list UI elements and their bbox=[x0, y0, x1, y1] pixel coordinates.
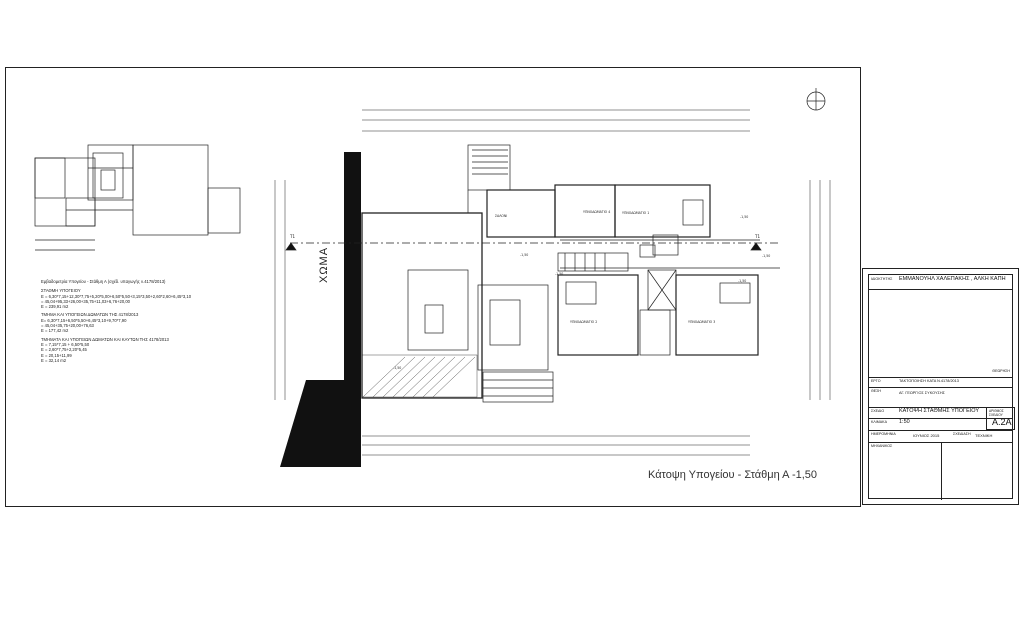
title-block: ΙΔΙΟΚΤΗΤΗΣ ΕΜΜΑΝΟΥΗΛ ΧΑΛΕΠΑΚΗΣ , ΑΛΚΗ ΚΑ… bbox=[862, 268, 1019, 505]
sheet-number-key: ΑΡΙΘΜΟΣ ΣΧΕΔΙΟΥ bbox=[989, 409, 1004, 417]
sheet-number-value: Α.2Α bbox=[992, 417, 1012, 427]
dimension-lines bbox=[274, 109, 831, 456]
notes-line: Ε = 7,15*7,15 + 6,50*5,50 bbox=[41, 341, 90, 347]
notes-line: = 45,04+35,75+20,00+76,63 bbox=[41, 323, 94, 329]
room-labels: ΣΑΛΟΝΙ ΥΠΝΟΔΩΜΑΤΙΟ 1 ΥΠΝΟΔΩΜΑΤΙΟ 2 ΥΠΝΟΔ… bbox=[289, 210, 770, 370]
revision-row: ΘΕΩΡΗΣΗ bbox=[869, 289, 1012, 378]
notes-line: Ε= 6,30*7,15+6,50*5,50+6,45*3,10+9,70*7,… bbox=[41, 317, 127, 323]
project-row: ΕΡΓΟ ΤΑΚΤΟΠΟΙΗΣΗ ΚΑΤΑ Ν.4178/2013 bbox=[869, 377, 1012, 388]
level-label: -1,50 bbox=[740, 215, 748, 219]
level-label: -1,50 bbox=[738, 279, 746, 283]
scale-row: ΚΛΙΜΑΚΑ 1:50 bbox=[869, 418, 1012, 431]
room-label: ΣΑΛΟΝΙ bbox=[495, 214, 507, 218]
owner-row: ΙΔΙΟΚΤΗΤΗΣ ΕΜΜΑΝΟΥΗΛ ΧΑΛΕΠΑΚΗΣ , ΑΛΚΗ ΚΑ… bbox=[869, 275, 1012, 290]
drawing-value: ΚΑΤΟΨΗ ΣΤΑΘΜΗΣ ΥΠΟΓΕΙΟΥ bbox=[899, 408, 980, 414]
room-label: ΥΠΝΟΔΩΜΑΤΙΟ 2 bbox=[570, 320, 597, 324]
project-value: ΤΑΚΤΟΠΟΙΗΣΗ ΚΑΤΑ Ν.4178/2013 bbox=[899, 379, 959, 383]
level-label: -1,50 bbox=[555, 272, 563, 276]
engineers-divider bbox=[941, 442, 942, 500]
notes-line: Ε = 177,42 m2 bbox=[41, 328, 69, 334]
scale-value: 1:50 bbox=[899, 419, 910, 425]
level-label: -1,50 bbox=[762, 254, 770, 258]
notes-heading: ΣΤΑΘΜΗ ΥΠΟΓΕΙΟΥ bbox=[41, 288, 81, 294]
title-block-frame: ΙΔΙΟΚΤΗΤΗΣ ΕΜΜΑΝΟΥΗΛ ΧΑΛΕΠΑΚΗΣ , ΑΛΚΗ ΚΑ… bbox=[868, 274, 1015, 500]
project-key: ΕΡΓΟ bbox=[871, 379, 881, 383]
notes-title: Εμβαδομετρία Υπογείου - Στάθμη Α (σχέδ. … bbox=[41, 279, 166, 284]
notes-line: Ε = 239,91 m2 bbox=[41, 304, 69, 310]
owner-key: ΙΔΙΟΚΤΗΤΗΣ bbox=[871, 277, 893, 281]
notes-line: = 45,04+95,33+26,00+35,75+11,03+6,76+20,… bbox=[41, 298, 130, 304]
drawing-caption: Κάτοψη Υπογείου - Στάθμη Α -1,50 bbox=[648, 469, 818, 481]
area-notes: Εμβαδομετρία Υπογείου - Στάθμη Α (σχέδ. … bbox=[41, 279, 241, 363]
drawing-row: ΣΧΕΔΙΟ ΚΑΤΟΨΗ ΣΤΑΘΜΗΣ ΥΠΟΓΕΙΟΥ bbox=[869, 407, 1012, 419]
key-plan bbox=[34, 144, 241, 251]
room-label: ΥΠΝΟΔΩΜΑΤΙΟ 4 bbox=[583, 210, 610, 214]
date-value: ΙΟΥΝΙΟΣ 2015 bbox=[913, 433, 940, 438]
engineers-key: ΜΗΧΑΝΙΚΟΣ bbox=[871, 444, 893, 448]
revision-key: ΘΕΩΡΗΣΗ bbox=[992, 369, 1010, 373]
drawing-key: ΣΧΕΔΙΟ bbox=[871, 409, 885, 413]
owner-value: ΕΜΜΑΝΟΥΗΛ ΧΑΛΕΠΑΚΗΣ , ΑΛΚΗ ΚΑΠΗ bbox=[899, 276, 1006, 282]
date-key: ΗΜΕΡΟΜΗΝΙΑ bbox=[871, 432, 896, 436]
location-row: ΘΕΣΗ ΑΓ. ΓΕΩΡΓΙΟΣ ΣΥΚΟΥΣΗΣ bbox=[869, 387, 1012, 408]
soil-label: ΧΩΜΑ bbox=[318, 246, 330, 283]
engineers-row: ΜΗΧΑΝΙΚΟΣ bbox=[869, 442, 1012, 500]
notes-heading: ΤΜΗΜΑ ΚΑΙ ΥΠΟΓΕΙΩΝ ΔΩΜΑΤΩΝ ΤΗΣ 4178/2013 bbox=[41, 312, 139, 318]
sheet-number-cell: ΑΡΙΘΜΟΣ ΣΧΕΔΙΟΥ Α.2Α bbox=[986, 407, 1015, 430]
section-marker-icons bbox=[285, 242, 762, 251]
north-arrow-icon bbox=[806, 88, 826, 111]
soil-wall bbox=[280, 152, 361, 467]
location-key: ΘΕΣΗ bbox=[871, 389, 882, 393]
location-value: ΑΓ. ΓΕΩΡΓΙΟΣ ΣΥΚΟΥΣΗΣ bbox=[899, 391, 945, 395]
section-mark: Τ1 bbox=[289, 234, 295, 239]
notes-line: Ε = 20,15+11,99 bbox=[41, 352, 72, 358]
room-label: ΥΠΝΟΔΩΜΑΤΙΟ 3 bbox=[688, 320, 715, 324]
drawing-sheet bbox=[5, 67, 861, 507]
level-label: -1,50 bbox=[520, 253, 528, 257]
drawn-key: ΣΧΕΔΙΑΣΗ bbox=[953, 432, 971, 436]
hatched-area bbox=[362, 356, 476, 398]
notes-line: Ε = 2,60*7,75+2,20*5,45 bbox=[41, 347, 87, 353]
drawn-value: ΤΕΧΝΙΚΗ bbox=[975, 433, 993, 438]
section-mark: Τ1 bbox=[754, 234, 760, 239]
building-outline bbox=[361, 144, 780, 403]
scale-key: ΚΛΙΜΑΚΑ bbox=[871, 420, 887, 424]
date-row: ΗΜΕΡΟΜΗΝΙΑ ΙΟΥΝΙΟΣ 2015 ΣΧΕΔΙΑΣΗ ΤΕΧΝΙΚΗ bbox=[869, 430, 1012, 443]
level-label: -1,50 bbox=[393, 366, 401, 370]
room-label: ΥΠΝΟΔΩΜΑΤΙΟ 1 bbox=[622, 211, 649, 215]
notes-line: Ε = 32,14 m2 bbox=[41, 357, 67, 363]
notes-heading: ΤΜΗΜΑΤΑ ΚΑΙ ΥΠΟΓΕΙΩΝ ΔΩΜΑΤΩΝ ΚΑΙ ΚΑΥΤΩΝ … bbox=[41, 336, 169, 342]
notes-line: Ε = 6,30*7,15+12,30*7,75+5,20*5,00+6,50*… bbox=[41, 293, 192, 299]
